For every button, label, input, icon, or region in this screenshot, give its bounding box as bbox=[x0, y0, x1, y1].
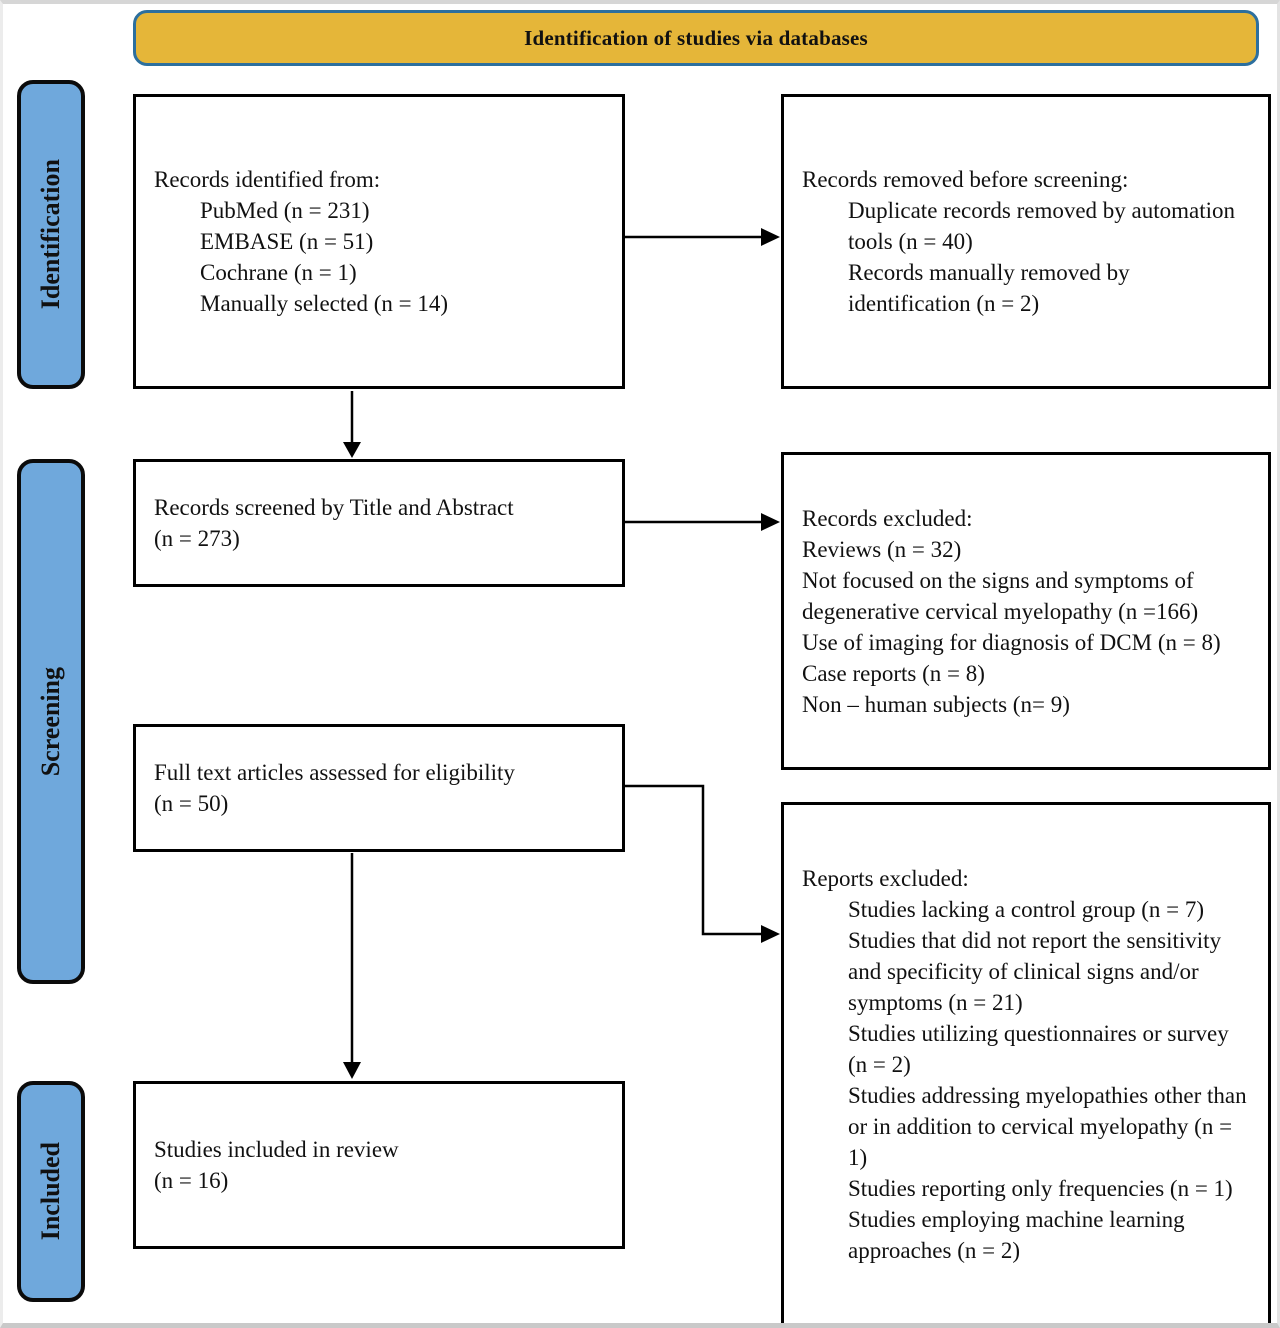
reports-excluded-item: Studies addressing myelopathies other th… bbox=[848, 1082, 1247, 1170]
arrow-screened-to-excluded bbox=[625, 513, 780, 531]
reports-excluded-title: Reports excluded: bbox=[802, 865, 969, 891]
reports-excluded-item: Studies lacking a control group (n = 7) bbox=[848, 896, 1204, 922]
box-records-excluded: Records excluded: Reviews (n = 32) Not f… bbox=[781, 452, 1271, 770]
arrow-identified-to-screened bbox=[343, 391, 361, 458]
reports-excluded-item: Studies employing machine learning appro… bbox=[848, 1206, 1185, 1263]
records-excluded-item: Non – human subjects (n= 9) bbox=[802, 691, 1070, 717]
reports-excluded-item: Studies utilizing questionnaires or surv… bbox=[848, 1020, 1229, 1077]
records-excluded-title: Records excluded: bbox=[802, 505, 973, 531]
stage-label-screening: Screening bbox=[17, 459, 85, 984]
reports-excluded-item: Studies reporting only frequencies (n = … bbox=[848, 1175, 1233, 1201]
full-text-assessed-text: Full text articles assessed for eligibil… bbox=[154, 760, 515, 816]
studies-included-text: Studies included in review (n = 16) bbox=[154, 1137, 399, 1193]
diagram-title-banner: Identification of studies via databases bbox=[133, 10, 1259, 66]
stage-label-included: Included bbox=[17, 1081, 85, 1302]
records-identified-item: EMBASE (n = 51) bbox=[200, 229, 374, 254]
arrow-fulltext-to-included bbox=[343, 853, 361, 1079]
reports-excluded-item: Studies that did not report the sensitiv… bbox=[848, 927, 1222, 1015]
records-excluded-item: Case reports (n = 8) bbox=[802, 660, 985, 686]
box-records-removed: Records removed before screening: Duplic… bbox=[781, 94, 1271, 389]
box-full-text-assessed: Full text articles assessed for eligibil… bbox=[133, 724, 625, 852]
flow-arrows bbox=[343, 228, 780, 1079]
arrow-fulltext-to-reports-excluded bbox=[625, 784, 780, 943]
box-reports-excluded: Reports excluded: Studies lacking a cont… bbox=[781, 802, 1271, 1323]
records-identified-item: PubMed (n = 231) bbox=[200, 198, 370, 223]
records-identified-title: Records identified from: bbox=[154, 167, 381, 192]
records-removed-title: Records removed before screening: bbox=[802, 167, 1129, 192]
records-excluded-item: Reviews (n = 32) bbox=[802, 536, 962, 562]
records-identified-item: Manually selected (n = 14) bbox=[200, 291, 449, 316]
stage-label-included-text: Included bbox=[36, 1142, 65, 1241]
box-records-identified: Records identified from: PubMed (n = 231… bbox=[133, 94, 625, 389]
box-records-screened: Records screened by Title and Abstract (… bbox=[133, 459, 625, 587]
stage-label-identification-text: Identification bbox=[36, 159, 65, 310]
diagram-title: Identification of studies via databases bbox=[524, 25, 868, 50]
box-studies-included: Studies included in review (n = 16) bbox=[133, 1081, 625, 1249]
records-excluded-item: Use of imaging for diagnosis of DCM (n =… bbox=[802, 629, 1221, 655]
records-removed-item: Duplicate records removed by automation … bbox=[848, 198, 1236, 254]
records-screened-text: Records screened by Title and Abstract (… bbox=[154, 495, 514, 551]
arrow-identified-to-removed bbox=[625, 228, 780, 246]
records-removed-item: Records manually removed by identificati… bbox=[848, 260, 1130, 316]
stage-label-identification: Identification bbox=[17, 80, 85, 389]
records-excluded-item: Not focused on the signs and symptoms of… bbox=[802, 567, 1199, 624]
stage-label-screening-text: Screening bbox=[36, 666, 65, 777]
records-identified-item: Cochrane (n = 1) bbox=[200, 260, 357, 285]
